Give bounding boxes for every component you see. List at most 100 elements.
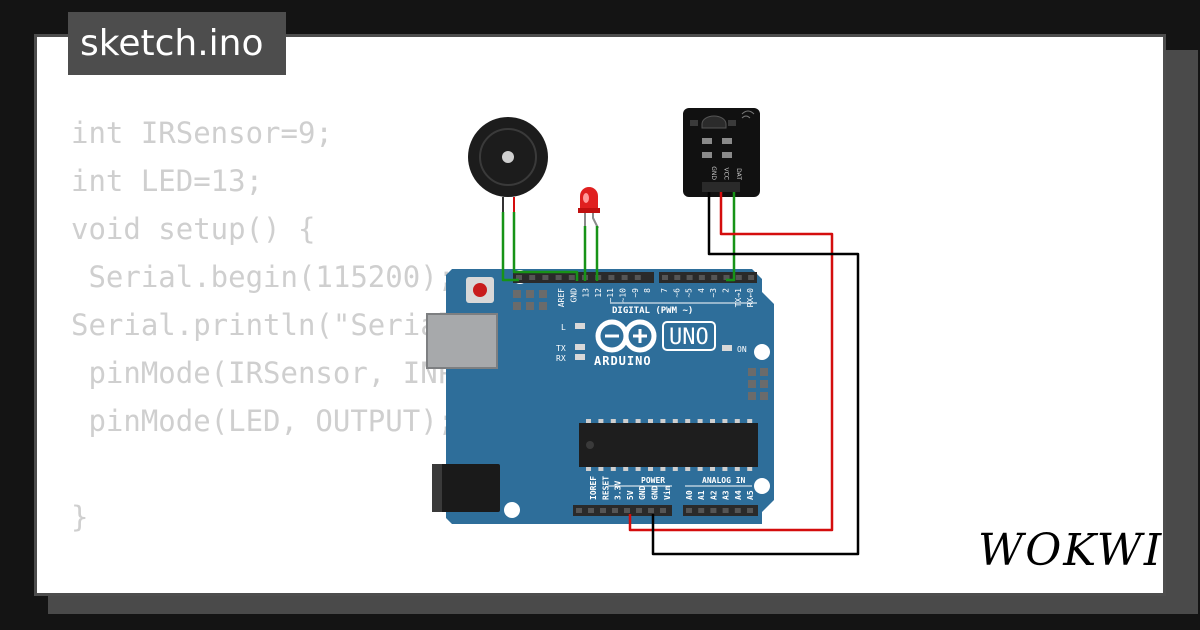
digital-pin-label: AREF xyxy=(557,288,566,307)
chip-pin xyxy=(672,419,678,423)
pin-hole[interactable] xyxy=(568,275,575,280)
mount-hole xyxy=(754,344,770,360)
digital-pin-label: ~6 xyxy=(672,288,681,298)
digital-pin-label: ~10 xyxy=(619,288,628,303)
chip-pin xyxy=(747,419,753,423)
digital-pin-label: 2 xyxy=(722,288,731,293)
digital-pin-label: RX←0 xyxy=(746,288,755,307)
chip-pin xyxy=(610,467,616,471)
pin-hole[interactable] xyxy=(648,508,654,513)
red-led[interactable] xyxy=(578,187,600,229)
analog-pin-label: A3 xyxy=(722,490,731,500)
pin-hole[interactable] xyxy=(542,275,549,280)
power-pin-label: IOREF xyxy=(589,476,598,500)
reset-button-cap xyxy=(473,283,487,297)
pin-hole[interactable] xyxy=(748,275,755,280)
on-label: ON xyxy=(737,345,747,354)
pin-hole[interactable] xyxy=(636,508,642,513)
pin-hole[interactable] xyxy=(516,275,522,280)
ir-smd xyxy=(722,152,732,158)
tx-led xyxy=(575,344,585,350)
pin-hole[interactable] xyxy=(576,508,582,513)
pin-hole[interactable] xyxy=(698,508,705,513)
pin-hole[interactable] xyxy=(634,275,641,280)
digital-header-right xyxy=(659,272,757,283)
chip-pin xyxy=(586,467,591,471)
digital-pin-label: ~3 xyxy=(709,288,718,298)
pin-hole[interactable] xyxy=(686,508,692,513)
chip-pin xyxy=(697,467,703,471)
ir-smd xyxy=(702,138,712,144)
pin-hole[interactable] xyxy=(662,275,668,280)
power-pin-label: RESET xyxy=(601,476,610,500)
pin-hole[interactable] xyxy=(621,275,628,280)
pin-hole[interactable] xyxy=(747,508,753,513)
chip-pin xyxy=(623,467,629,471)
pin-hole[interactable] xyxy=(624,508,630,513)
wire-buzzer-pin[interactable] xyxy=(512,212,579,281)
ir-smd xyxy=(702,152,712,158)
pin-hole[interactable] xyxy=(698,275,705,280)
wokwi-logo: WOKWI xyxy=(978,525,1164,576)
power-pin-label: Vin xyxy=(662,485,672,500)
ir-smd xyxy=(722,138,732,144)
chip-pin xyxy=(610,419,616,423)
power-jack-edge xyxy=(432,464,442,512)
wire-ir-dat[interactable] xyxy=(726,192,736,282)
ir-pin-label: VCC xyxy=(723,168,730,180)
pin-hole[interactable] xyxy=(529,275,536,280)
led-highlight xyxy=(583,193,589,203)
led-leg xyxy=(592,213,599,229)
digital-pin-label: ~9 xyxy=(631,288,640,298)
analog-pin-label: A0 xyxy=(685,490,694,500)
pin-hole[interactable] xyxy=(674,275,681,280)
wire-ir-gnd[interactable] xyxy=(651,192,860,556)
analog-pin-label: A1 xyxy=(697,490,706,500)
chip-pin xyxy=(660,419,666,423)
chip-pin xyxy=(722,419,728,423)
digital-pin-label: ~11 xyxy=(606,288,615,303)
buzzer[interactable] xyxy=(468,117,548,214)
power-header xyxy=(573,505,672,516)
pin-hole[interactable] xyxy=(608,275,615,280)
chip-pin xyxy=(635,467,641,471)
ir-smd xyxy=(690,120,698,126)
power-pin-label: GND xyxy=(638,485,647,500)
usb-port xyxy=(426,313,498,369)
pin-hole[interactable] xyxy=(711,275,718,280)
chip-pin xyxy=(586,419,591,423)
icsp-header-right xyxy=(748,368,768,400)
pin-hole[interactable] xyxy=(734,508,741,513)
pin-hole[interactable] xyxy=(660,508,666,513)
chip-pin xyxy=(660,467,666,471)
digital-pin-label: 8 xyxy=(643,288,652,293)
on-led xyxy=(722,345,732,351)
icsp-header-top xyxy=(513,290,547,310)
chip-pin xyxy=(685,419,691,423)
pin-hole[interactable] xyxy=(555,275,562,280)
analog-header xyxy=(683,505,758,516)
signal-icon xyxy=(741,110,755,119)
ir-receiver xyxy=(701,115,727,129)
digital-pin-label: 4 xyxy=(697,288,706,293)
pin-hole[interactable] xyxy=(735,275,742,280)
wire-buzzer-gnd[interactable] xyxy=(501,212,519,282)
pin-hole[interactable] xyxy=(600,508,606,513)
pin-hole[interactable] xyxy=(710,508,717,513)
digital-pin-label: 13 xyxy=(582,288,591,298)
pin-hole[interactable] xyxy=(588,508,594,513)
pin-hole[interactable] xyxy=(612,508,618,513)
chip-pin xyxy=(648,419,653,423)
pin-hole[interactable] xyxy=(686,275,693,280)
sketch-title-tab[interactable]: sketch.ino xyxy=(68,12,286,75)
pin-hole[interactable] xyxy=(722,508,729,513)
analog-label: ANALOG IN xyxy=(702,476,746,485)
analog-pin-label: A4 xyxy=(734,490,743,500)
wire-ir-vcc[interactable] xyxy=(628,192,834,532)
pin-hole[interactable] xyxy=(723,275,730,280)
bottom-pin-holes xyxy=(576,508,753,513)
chip-pin xyxy=(710,419,715,423)
rx-label: RX xyxy=(556,354,566,363)
